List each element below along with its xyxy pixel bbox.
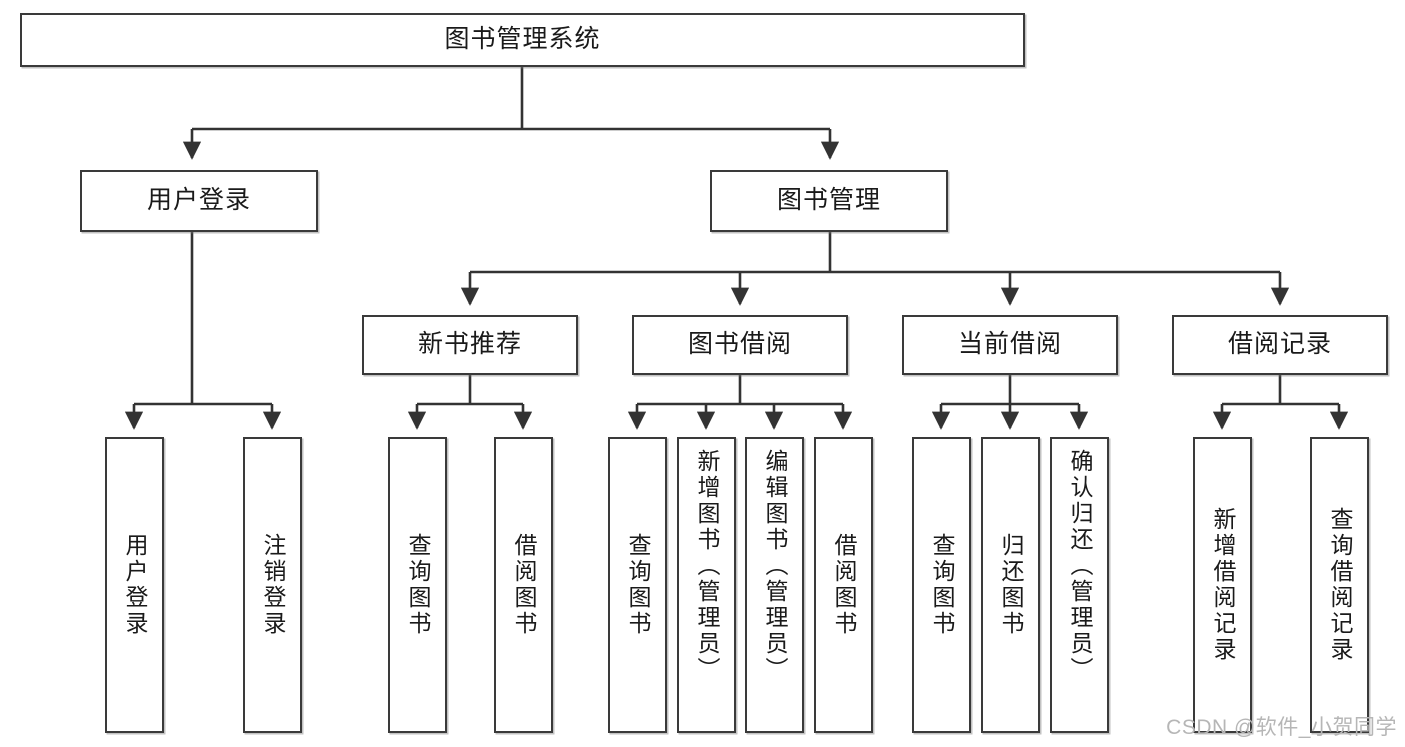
leaf-book-borrow-edit[interactable]: 编辑图书（管理员） — [745, 437, 804, 733]
leaf-book-borrow-edit-label: 编辑图书（管理员） — [762, 449, 788, 683]
leaf-current-borrow-return[interactable]: 归还图书 — [981, 437, 1040, 733]
leaf-inner: 注销登录 — [245, 449, 300, 721]
leaf-book-borrow-borrow[interactable]: 借阅图书 — [814, 437, 873, 733]
node-book-management[interactable]: 图书管理 — [710, 170, 948, 232]
leaf-book-borrow-add[interactable]: 新增图书（管理员） — [677, 437, 736, 733]
leaf-current-borrow-query[interactable]: 查询图书 — [912, 437, 971, 733]
node-borrow-record-label: 借阅记录 — [1227, 330, 1332, 359]
leaf-inner: 查询图书 — [914, 449, 969, 721]
node-book-management-label: 图书管理 — [776, 186, 881, 215]
leaf-inner: 查询借阅记录 — [1312, 449, 1367, 721]
leaf-inner: 查询图书 — [610, 449, 665, 721]
leaf-book-borrow-borrow-label: 借阅图书 — [831, 533, 857, 637]
leaf-new-book-borrow[interactable]: 借阅图书 — [494, 437, 553, 733]
node-current-borrow[interactable]: 当前借阅 — [902, 315, 1118, 375]
leaf-current-borrow-query-label: 查询图书 — [929, 533, 955, 637]
node-book-borrow[interactable]: 图书借阅 — [632, 315, 848, 375]
leaf-current-borrow-confirm-return[interactable]: 确认归还（管理员） — [1050, 437, 1109, 733]
leaf-inner: 归还图书 — [983, 449, 1038, 721]
node-new-book-recommend[interactable]: 新书推荐 — [362, 315, 578, 375]
leaf-user-login-logout-label: 注销登录 — [260, 533, 286, 637]
leaf-inner: 用户登录 — [107, 449, 162, 721]
leaf-inner: 新增借阅记录 — [1195, 449, 1250, 721]
leaf-borrow-record-query[interactable]: 查询借阅记录 — [1310, 437, 1369, 733]
node-new-book-recommend-label: 新书推荐 — [417, 330, 522, 359]
node-current-borrow-label: 当前借阅 — [957, 330, 1062, 359]
leaf-borrow-record-add[interactable]: 新增借阅记录 — [1193, 437, 1252, 733]
leaf-new-book-query-label: 查询图书 — [405, 533, 431, 637]
leaf-new-book-borrow-label: 借阅图书 — [511, 533, 537, 637]
leaf-inner: 新增图书（管理员） — [679, 449, 734, 721]
watermark-text: CSDN @软件_小贺同学 — [1166, 716, 1397, 739]
leaf-book-borrow-query-label: 查询图书 — [625, 533, 651, 637]
leaf-inner: 编辑图书（管理员） — [747, 449, 802, 721]
leaf-user-login-login-label: 用户登录 — [122, 533, 148, 637]
leaf-inner: 借阅图书 — [496, 449, 551, 721]
leaf-book-borrow-add-label: 新增图书（管理员） — [694, 449, 720, 683]
leaf-current-borrow-return-label: 归还图书 — [998, 533, 1024, 637]
node-user-login[interactable]: 用户登录 — [80, 170, 318, 232]
leaf-inner: 查询图书 — [390, 449, 445, 721]
leaf-user-login-logout[interactable]: 注销登录 — [243, 437, 302, 733]
node-root-label: 图书管理系统 — [444, 25, 601, 54]
leaf-inner: 借阅图书 — [816, 449, 871, 721]
node-borrow-record[interactable]: 借阅记录 — [1172, 315, 1388, 375]
leaf-book-borrow-query[interactable]: 查询图书 — [608, 437, 667, 733]
node-root[interactable]: 图书管理系统 — [20, 13, 1025, 67]
leaf-user-login-login[interactable]: 用户登录 — [105, 437, 164, 733]
node-book-borrow-label: 图书借阅 — [687, 330, 792, 359]
leaf-current-borrow-confirm-return-label: 确认归还（管理员） — [1067, 449, 1093, 683]
leaf-borrow-record-query-label: 查询借阅记录 — [1327, 507, 1353, 663]
leaf-inner: 确认归还（管理员） — [1052, 449, 1107, 721]
leaf-borrow-record-add-label: 新增借阅记录 — [1210, 507, 1236, 663]
leaf-new-book-query[interactable]: 查询图书 — [388, 437, 447, 733]
node-user-login-label: 用户登录 — [146, 186, 251, 215]
